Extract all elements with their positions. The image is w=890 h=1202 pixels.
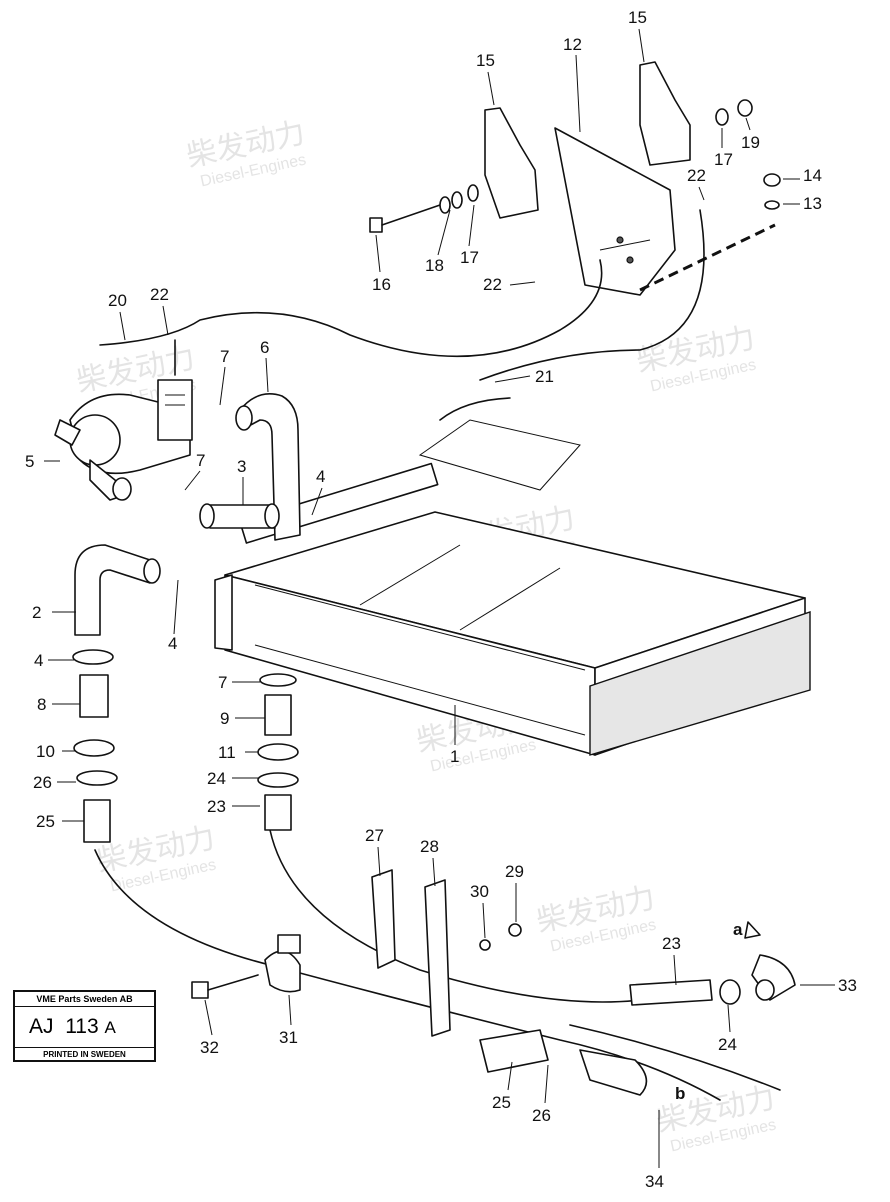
heater-radiator [214, 462, 811, 756]
plate-code: AJ 113 A [15, 1007, 154, 1048]
callout-24: 24 [207, 769, 226, 788]
left-fittings [72, 649, 118, 843]
callout-25: 25 [36, 812, 55, 831]
callout-14: 14 [803, 166, 822, 185]
watermark: 柴发动力 Diesel-Engines [634, 321, 758, 395]
reference-plate: VME Parts Sweden AB AJ 113 A PRINTED IN … [13, 990, 156, 1062]
callout-22: 22 [687, 166, 706, 185]
callout-13: 13 [803, 194, 822, 213]
callout-15: 15 [476, 51, 495, 70]
plate-code-prefix: AJ [29, 1015, 54, 1038]
callout-8: 8 [37, 695, 46, 714]
watermark: 柴发动力 Diesel-Engines [654, 1081, 778, 1155]
callout-27: 27 [365, 826, 384, 845]
lower-hoses [94, 829, 781, 1101]
knob-screws [369, 99, 781, 233]
pipe-6 [235, 393, 301, 541]
callout-30: 30 [470, 882, 489, 901]
callout-4: 4 [168, 634, 177, 653]
clamp-31 [191, 934, 301, 999]
callout-19: 19 [741, 133, 760, 152]
pipe-2 [74, 544, 161, 636]
callout-10: 10 [36, 742, 55, 761]
callout-a: a [733, 920, 743, 939]
callout-6: 6 [260, 338, 269, 357]
callout-29: 29 [505, 862, 524, 881]
callout-26: 26 [532, 1106, 551, 1125]
leader-lines [44, 28, 835, 1168]
callout-33: 33 [838, 976, 857, 995]
callout-4: 4 [316, 467, 325, 486]
callout-12: 12 [563, 35, 582, 54]
callout-31: 31 [279, 1028, 298, 1047]
callout-18: 18 [425, 256, 444, 275]
callout-7: 7 [218, 673, 227, 692]
callout-1: 1 [450, 747, 459, 766]
callout-22: 22 [150, 285, 169, 304]
callout-4: 4 [34, 651, 43, 670]
callout-28: 28 [420, 837, 439, 856]
callout-2: 2 [32, 603, 41, 622]
elbow-33 [719, 921, 796, 1005]
callout-21: 21 [535, 367, 554, 386]
callout-32: 32 [200, 1038, 219, 1057]
plate-code-number: 113 [65, 1015, 99, 1038]
callout-17: 17 [460, 248, 479, 267]
callout-15: 15 [628, 8, 647, 27]
plate-code-suffix: A [104, 1018, 116, 1037]
callout-b: b [675, 1084, 685, 1103]
watermark: 柴发动力 Diesel-Engines [184, 116, 308, 190]
callout-24: 24 [718, 1035, 737, 1054]
hose-3 [199, 503, 280, 529]
callout-26: 26 [33, 773, 52, 792]
callout-3: 3 [237, 457, 246, 476]
water-valve [54, 379, 193, 501]
callout-5: 5 [25, 452, 34, 471]
mid-fittings [257, 673, 299, 831]
callout-20: 20 [108, 291, 127, 310]
callout-11: 11 [218, 743, 236, 762]
callout-labels: 1 2 3 4 4 4 5 6 7 7 7 8 9 10 11 12 13 14… [25, 8, 857, 1191]
callout-34: 34 [645, 1172, 664, 1191]
brackets [371, 869, 522, 1037]
plate-printed: PRINTED IN SWEDEN [43, 1050, 126, 1059]
callout-22: 22 [483, 275, 502, 294]
callout-25: 25 [492, 1093, 511, 1112]
callout-7: 7 [220, 347, 229, 366]
control-panel [484, 61, 691, 296]
watermark: 柴发动力 Diesel-Engines [94, 821, 218, 895]
callout-7: 7 [196, 451, 205, 470]
plate-company: VME Parts Sweden AB [15, 992, 154, 1007]
callout-16: 16 [372, 275, 391, 294]
callout-23: 23 [207, 797, 226, 816]
callout-23: 23 [662, 934, 681, 953]
wiring [99, 209, 776, 491]
callout-9: 9 [220, 709, 229, 728]
callout-17: 17 [714, 150, 733, 169]
watermark: 柴发动力 Diesel-Engines [534, 881, 658, 955]
